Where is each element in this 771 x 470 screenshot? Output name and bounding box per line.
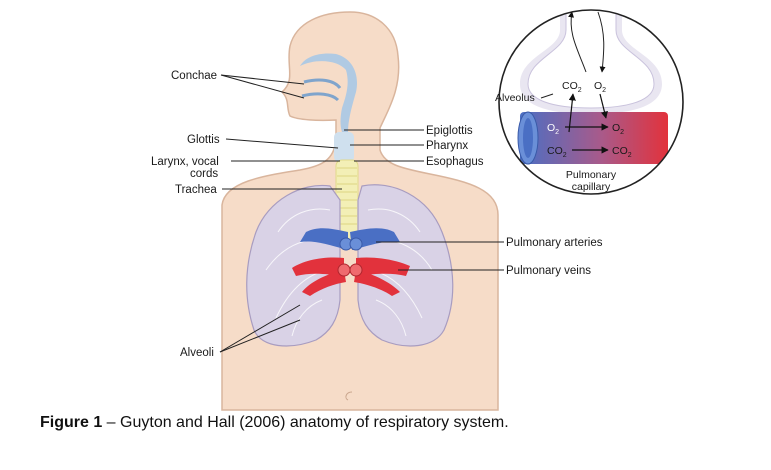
label-esophagus: Esophagus — [426, 156, 484, 168]
label-pharynx: Pharynx — [426, 140, 468, 152]
label-co2-left: CO2 — [547, 145, 567, 159]
label-larynx-line2: cords — [190, 168, 218, 180]
left-lung — [246, 184, 341, 347]
label-trachea: Trachea — [175, 184, 217, 196]
label-co2-top: CO2 — [562, 80, 582, 94]
label-pulmonary-veins: Pulmonary veins — [506, 265, 591, 277]
leader-glottis — [225, 138, 339, 149]
figure-caption: Figure 1 – Guyton and Hall (2006) anatom… — [40, 414, 740, 432]
gas-exchange-inset: Alveolus CO2 O2 O2 O2 CO2 CO2 Pulmonary … — [495, 9, 684, 195]
leader-alveoli — [219, 304, 301, 353]
leader-conchae — [220, 74, 305, 99]
label-o2-left: O2 — [547, 122, 559, 136]
leader-alveolus — [540, 93, 554, 99]
label-o2-top: O2 — [594, 80, 606, 94]
label-alveoli: Alveoli — [180, 347, 214, 359]
label-o2-right: O2 — [612, 122, 624, 136]
pulmonary-veins-shape — [292, 257, 410, 296]
upper-airway — [300, 53, 358, 132]
label-capillary-line1: Pulmonary — [566, 169, 617, 181]
label-pulmonary-arteries: Pulmonary arteries — [506, 237, 603, 249]
label-co2-right: CO2 — [612, 145, 632, 159]
label-alveolus: Alveolus — [495, 92, 535, 104]
label-glottis: Glottis — [187, 134, 220, 146]
label-larynx-line1: Larynx, vocal — [151, 156, 219, 168]
caption-text: – Guyton and Hall (2006) anatomy of resp… — [102, 414, 509, 431]
label-epiglottis: Epiglottis — [426, 125, 473, 137]
label-capillary-line2: capillary — [572, 181, 611, 193]
pulmonary-arteries-shape — [300, 228, 400, 251]
label-conchae: Conchae — [171, 70, 217, 82]
caption-figure-number: Figure 1 — [40, 414, 103, 431]
